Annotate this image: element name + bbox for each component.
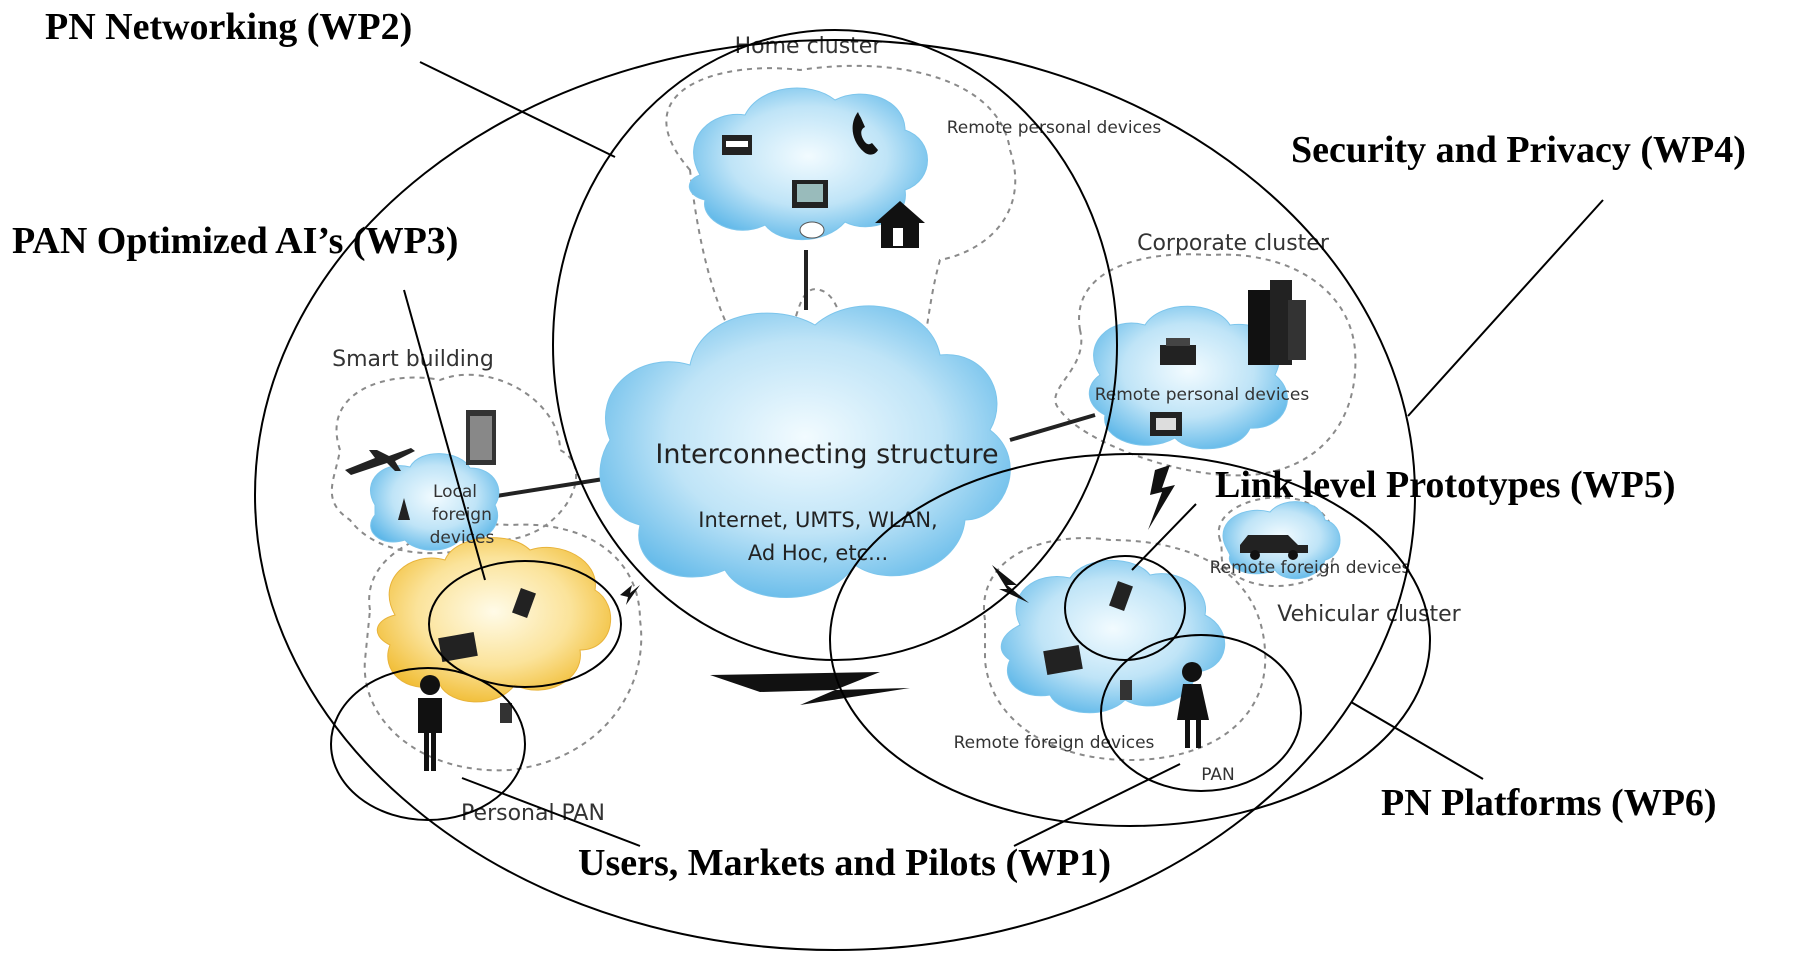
local-foreign-label-3: devices xyxy=(430,528,495,548)
pan-label: PAN xyxy=(1201,765,1235,785)
personal-pan-boundary xyxy=(363,523,643,772)
local-foreign-label-1: Local xyxy=(433,482,477,502)
wp4-label: Security and Privacy (WP4) xyxy=(1291,129,1746,171)
core-networks-line-2: Ad Hoc, etc... xyxy=(748,541,888,565)
corporate-cluster-boundary xyxy=(1054,253,1357,477)
personal-pan-cloud xyxy=(377,537,611,771)
wp3-label: PAN Optimized AI’s (WP3) xyxy=(12,220,458,262)
pan-cluster-boundary xyxy=(982,537,1267,762)
wireless-links xyxy=(620,465,1175,705)
smart-building-link xyxy=(489,476,611,499)
person-icon xyxy=(420,675,440,695)
smart-building-label: Smart building xyxy=(332,347,494,372)
vehicular-cluster-boundary xyxy=(1217,496,1337,588)
laptop-icon-remote xyxy=(1043,645,1083,675)
smart-building-cloud xyxy=(345,410,500,551)
core-title: Interconnecting structure xyxy=(655,439,998,470)
personal-wireless-bolt-icon xyxy=(620,585,640,605)
wp5-device-ring xyxy=(1064,555,1186,661)
mobile-phone-icon xyxy=(500,703,512,723)
vehicular-cluster-label: Vehicular cluster xyxy=(1277,602,1461,627)
vehicular-devices-label: Remote foreign devices xyxy=(1210,558,1411,578)
car-icon xyxy=(1240,535,1308,553)
wp1-personal-ring xyxy=(330,667,526,821)
leader-lines xyxy=(403,61,1604,847)
airplane-icon xyxy=(345,448,415,475)
wp1-leader-left xyxy=(461,777,641,847)
wp5-leader xyxy=(1131,503,1197,571)
corporate-cluster-cloud xyxy=(1088,280,1306,450)
wp5-ring xyxy=(829,453,1431,827)
wp1-leader-right xyxy=(1013,763,1181,847)
wp1-label: Users, Markets and Pilots (WP1) xyxy=(578,842,1111,884)
wp6-ring xyxy=(254,39,1416,951)
core-cloud xyxy=(599,305,1011,598)
wp2-ring xyxy=(552,29,1118,661)
backbone-links xyxy=(489,250,1096,499)
wp2-label: PN Networking (WP2) xyxy=(45,6,412,48)
remote-foreign-label: Remote foreign devices xyxy=(954,733,1155,753)
house-icon xyxy=(875,201,925,248)
laptop-icon xyxy=(438,632,478,662)
wp5-label: Link level Prototypes (WP5) xyxy=(1215,464,1676,506)
corporate-wireless-bolt-icon xyxy=(1148,465,1175,530)
pda-icon-remote xyxy=(1109,581,1133,611)
pan-cloud xyxy=(1000,559,1226,748)
home-cluster-label: Home cluster xyxy=(735,34,883,59)
local-foreign-label-2: foreign xyxy=(432,505,492,525)
corporate-devices-label: Remote personal devices xyxy=(1095,385,1310,405)
yellow-cloud xyxy=(377,537,611,703)
work-package-rings xyxy=(254,29,1431,951)
home-devices-label: Remote personal devices xyxy=(947,118,1162,138)
woman-icon xyxy=(1182,662,1202,682)
pda-icon xyxy=(512,588,536,618)
wp6-label: PN Platforms (WP6) xyxy=(1381,782,1717,824)
wp3-leader xyxy=(403,289,486,581)
local-foreign-cloud xyxy=(369,453,500,551)
corporate-cluster-label: Corporate cluster xyxy=(1137,231,1330,256)
home-cloud xyxy=(688,87,928,241)
vehicular-cloud xyxy=(1222,501,1341,580)
wp6-leader xyxy=(1350,701,1484,780)
interconnecting-cloud xyxy=(599,305,1011,598)
core-networks-line-1: Internet, UMTS, WLAN, xyxy=(698,508,937,532)
printer-icon xyxy=(1160,345,1196,365)
main-wireless-bolt-icon xyxy=(710,672,910,705)
corporate-cloud xyxy=(1088,305,1288,450)
home-cluster-cloud xyxy=(688,87,928,248)
wp3-ring xyxy=(428,560,622,688)
wp2-leader xyxy=(419,61,616,158)
mobile-phone-icon-remote xyxy=(1120,680,1132,700)
remote-foreign-cloud xyxy=(1000,559,1226,714)
wp4-leader xyxy=(1407,199,1604,417)
wp1-pan-ring xyxy=(1100,634,1302,792)
pan-wireless-bolt-icon xyxy=(992,565,1029,603)
corporate-link xyxy=(1009,413,1096,442)
phone-icon xyxy=(852,112,878,155)
antenna-icon xyxy=(398,498,410,520)
